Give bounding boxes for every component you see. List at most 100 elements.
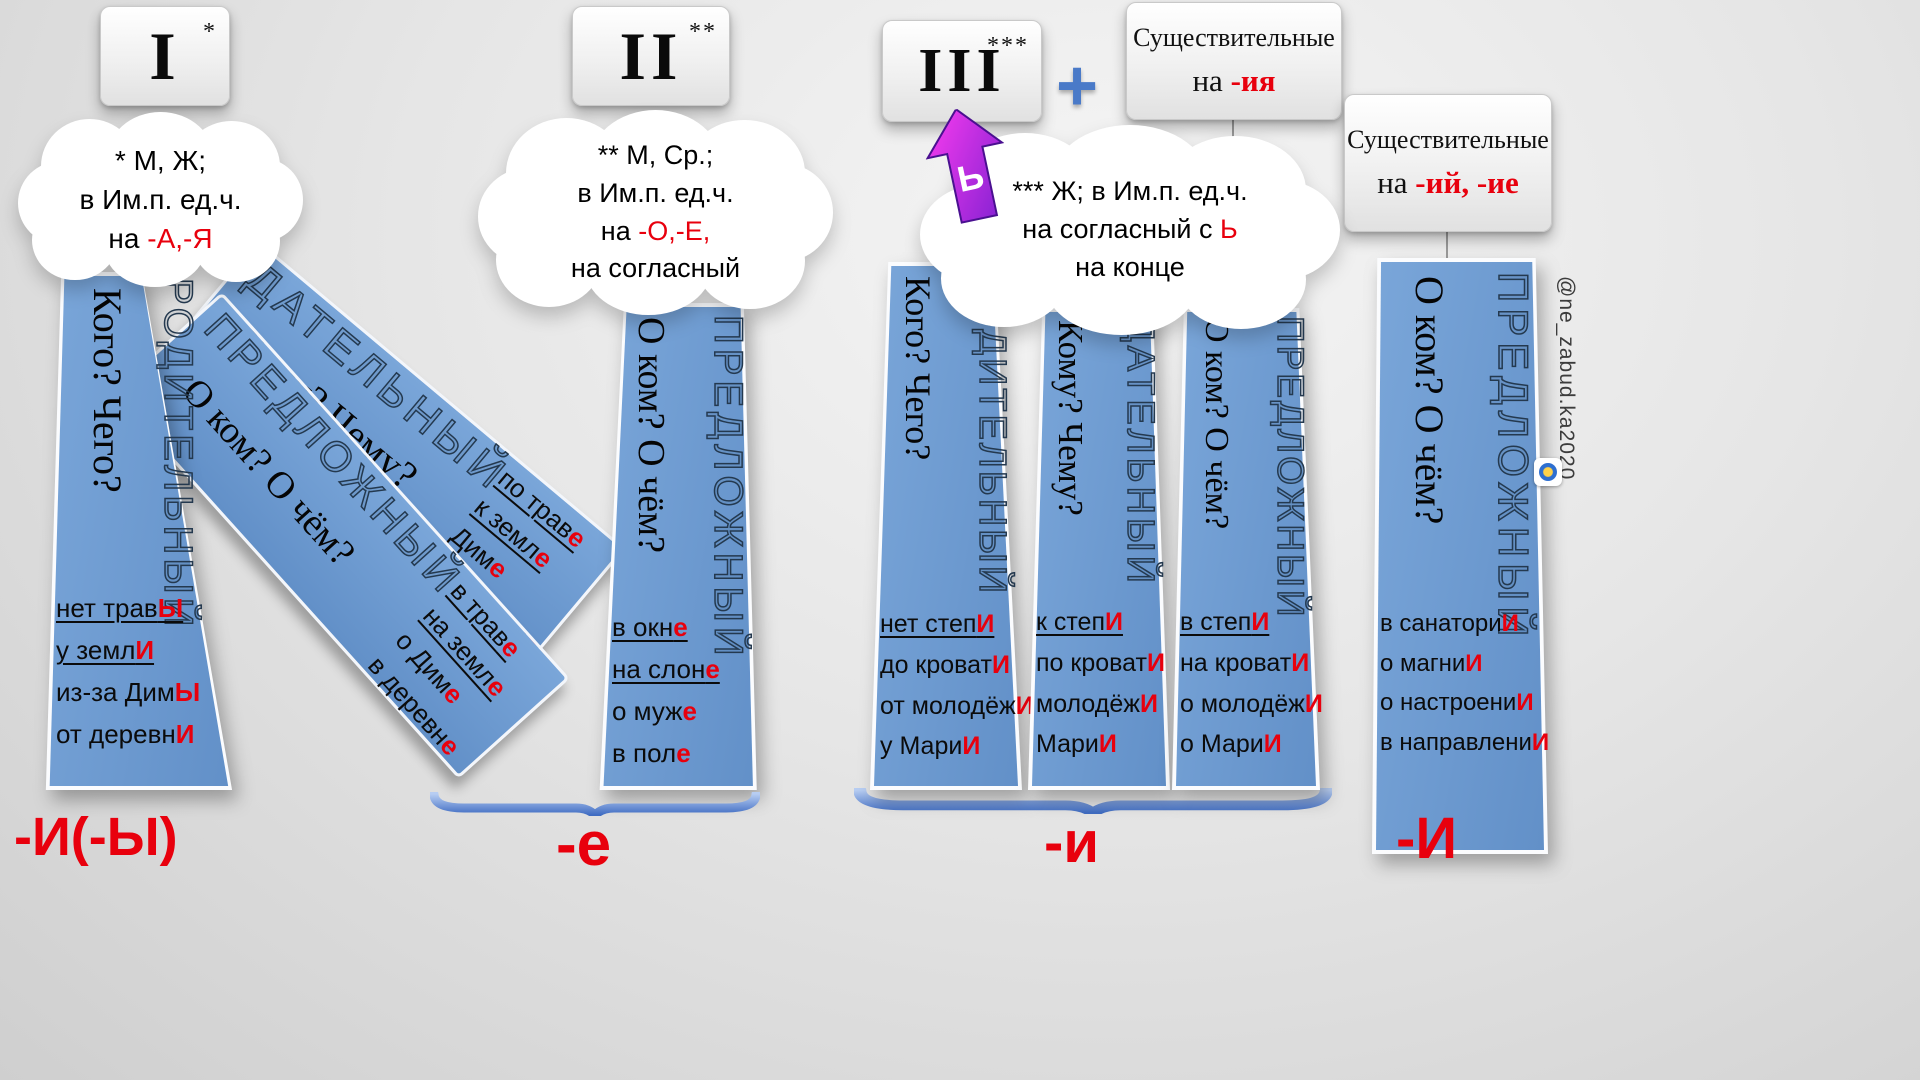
cloud-text: * М, Ж; в Им.п. ед.ч. на -А,-Я xyxy=(18,112,303,287)
connector-line-iy-ie xyxy=(1446,228,1448,274)
ending-summary-ii: -е xyxy=(556,810,612,879)
cloud-line-red: -А,-Я xyxy=(147,223,213,255)
cloud-text: *** Ж; в Им.п. ед.ч. на согласный с Ь на… xyxy=(920,125,1340,335)
example-list: в степИ на кроватИ о молодёжИ о МариИ xyxy=(1180,608,1323,771)
column-prepositional-iii: ПРЕДЛОЖНЫЙ О ком? О чём? в степИ на крова… xyxy=(1172,308,1323,790)
example-item: о магниИ xyxy=(1380,649,1483,677)
noun-card-iya: Существительные на -ия xyxy=(1126,2,1342,120)
column-shape xyxy=(598,303,760,790)
column-fill xyxy=(874,266,1018,786)
example-list: нет травЫ у землИ из-за ДимЫ от деревнИ xyxy=(56,593,201,762)
ending-summary-iii: -и xyxy=(1044,810,1099,875)
cloud-core xyxy=(517,142,794,279)
cloud-line-part: на xyxy=(108,223,148,255)
cloud-text: ** М, Ср.; в Им.п. ед.ч. на -О,-Е, на со… xyxy=(478,110,833,315)
cloud-line-part: на согласный с xyxy=(1022,214,1220,245)
case-questions-label: О ком? О чём? xyxy=(630,317,672,553)
column-fill xyxy=(1032,312,1166,786)
noun-card-ending: на -ий, -ие xyxy=(1377,165,1519,201)
example-item: до кроватИ xyxy=(880,650,1010,679)
plus-icon: + xyxy=(1056,46,1099,126)
example-item: в поле xyxy=(612,737,691,768)
example-list: в окне на слоне о муже в поле xyxy=(612,612,720,781)
column-fill xyxy=(603,307,753,786)
example-item: о МариИ xyxy=(1180,730,1282,759)
noun-card-title: Существительные xyxy=(1347,125,1549,154)
ending-prefix: на xyxy=(1377,165,1416,200)
declension-card-ii: II ** xyxy=(572,6,730,106)
cloud-line-red: -О,-Е, xyxy=(638,215,711,246)
cloud-note-iii: *** Ж; в Им.п. ед.ч. на согласный с Ь на… xyxy=(920,125,1340,335)
column-shape xyxy=(1028,308,1170,790)
underbrace-iii xyxy=(854,788,1332,814)
case-name-label: ДАТЕЛЬНЫЙ xyxy=(1118,315,1162,587)
cloud-line: * М, Ж; xyxy=(114,144,207,176)
soft-sign-up-arrow-icon: Ь xyxy=(925,107,1005,224)
example-item: у землИ xyxy=(56,634,155,665)
example-item: о настроениИ xyxy=(1380,689,1534,717)
example-item: в санаториИ xyxy=(1380,610,1519,637)
cloud-line: на конце xyxy=(1075,251,1185,282)
case-questions-label: О ком? О чём? xyxy=(1198,318,1235,530)
ending-summary-iy-ie: -И xyxy=(1396,806,1458,871)
example-item: в окне xyxy=(612,612,688,642)
example-item: о муже xyxy=(612,695,698,726)
underbrace-ii xyxy=(430,792,760,816)
noun-card-iy-ie: Существительные на -ий, -ие xyxy=(1344,94,1552,232)
column-fill xyxy=(1376,262,1544,850)
example-item: нет степИ xyxy=(880,610,995,638)
column-genitive-i: РОДИТЕЛЬНЫЙ Кого? Чего? нет травЫ у землИ… xyxy=(42,272,234,790)
case-questions-label: О ком? О чём? xyxy=(1407,276,1452,525)
column-shape xyxy=(870,262,1022,790)
example-item: от деревнИ xyxy=(56,718,195,749)
example-item: о молодёжИ xyxy=(1180,689,1323,718)
footnote-stars: ** xyxy=(689,19,717,45)
ending-summary-i: -И(-Ы) xyxy=(14,807,178,867)
footnote-stars: *** xyxy=(987,33,1029,59)
ending-red: -ия xyxy=(1230,63,1276,98)
column-prepositional-ii: ПРЕДЛОЖНЫЙ О ком? О чём? в окне на слоне о… xyxy=(598,303,760,790)
example-item: из-за ДимЫ xyxy=(56,676,201,707)
cloud-line: на согласный xyxy=(570,253,741,284)
example-item: у МариИ xyxy=(880,732,981,761)
roman-numeral: II xyxy=(619,18,683,94)
example-list: в санаториИ о магниИ о настроениИ в направл… xyxy=(1380,610,1549,768)
column-shape xyxy=(1372,258,1548,854)
cloud-line: в Им.п. ед.ч. xyxy=(577,177,734,208)
example-item: на кроватИ xyxy=(1180,648,1310,677)
declension-card-iii: III *** xyxy=(882,20,1042,122)
column-shape xyxy=(1172,308,1320,790)
example-item: по кроватИ xyxy=(1036,648,1165,677)
case-name-label: ПРЕДЛОЖНЫЙ xyxy=(1269,315,1312,620)
cloud-line: на -О,-Е, xyxy=(601,213,710,251)
column-shape xyxy=(42,272,234,790)
example-item: к степИ xyxy=(1036,608,1123,636)
cloud-line: ** М, Ср.; xyxy=(597,139,714,170)
case-questions-label: Кого? Чего? xyxy=(85,288,130,493)
example-item: в направлениИ xyxy=(1380,728,1550,756)
cloud-note-ii: ** М, Ср.; в Им.п. ед.ч. на -О,-Е, на со… xyxy=(478,110,833,315)
ending-red: -ий, -ие xyxy=(1415,165,1519,200)
roman-numeral: III xyxy=(918,37,1006,105)
example-item: нет травЫ xyxy=(56,593,184,623)
cloud-line-red: Ь xyxy=(1219,214,1238,245)
example-item: в степИ xyxy=(1180,608,1270,636)
cloud-line-part: на xyxy=(600,215,639,246)
watermark: @ne_zabud.ka2020 xyxy=(1555,276,1578,481)
cloud-note-i: * М, Ж; в Им.п. ед.ч. на -А,-Я xyxy=(18,112,303,287)
case-name-label: ПРЕДЛОЖНЫЙ xyxy=(705,314,751,661)
cloud-line: *** Ж; в Им.п. ед.ч. xyxy=(1012,176,1248,207)
case-name-label: РОДИТЕЛЬНЫЙ xyxy=(155,277,201,631)
declension-card-i: I * xyxy=(100,6,230,106)
example-item: на слоне xyxy=(612,653,720,684)
watermark-badge-dot xyxy=(1539,463,1557,481)
footnote-stars: * xyxy=(203,19,217,45)
cloud-core xyxy=(49,140,272,256)
example-item: молодёжИ xyxy=(1036,689,1158,718)
